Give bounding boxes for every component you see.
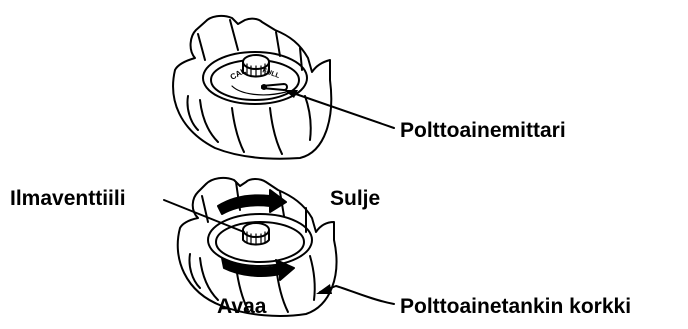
open-label: Avaa [217, 296, 266, 317]
cap-marking-right: FULL [261, 67, 281, 80]
fuel-tank-cap-label: Polttoainetankin korkki [400, 296, 631, 317]
cap-marking-left: CAL [229, 66, 248, 82]
close-label: Sulje [330, 188, 380, 209]
air-valve-label: Ilmaventtiili [10, 188, 126, 209]
fuel-cap-top-illustration [173, 16, 394, 159]
fuel-gauge-label: Polttoainemittari [400, 120, 566, 141]
